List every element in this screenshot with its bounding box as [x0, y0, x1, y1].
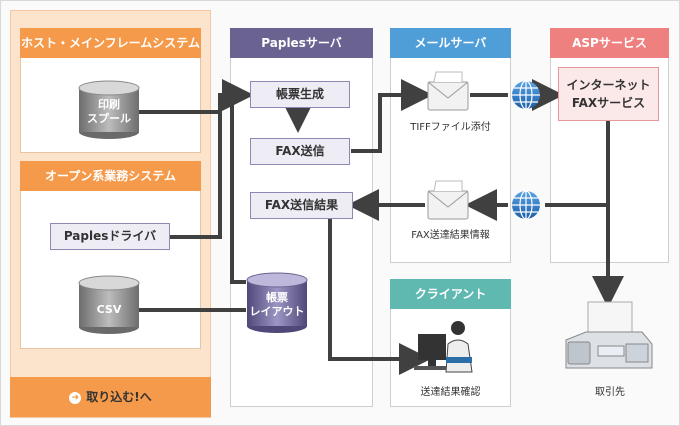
- fax-to-mail-connector: [351, 79, 433, 153]
- import-link[interactable]: ➜ 取り込む!へ: [10, 377, 211, 417]
- open-system-header: オープン系業務システム: [20, 161, 201, 191]
- mail-column: [390, 28, 511, 263]
- csv-label: CSV: [96, 303, 122, 316]
- host-system-header: ホスト・メインフレームシステム: [20, 28, 201, 58]
- envelope-icon: [427, 180, 469, 220]
- arrow-circle-icon: ➜: [69, 391, 82, 404]
- fax-send-box: FAX送信: [250, 138, 350, 165]
- asp-header: ASPサービス: [550, 28, 669, 58]
- merge-to-layout-connector: [230, 95, 246, 284]
- print-spool-cylinder: [78, 80, 140, 139]
- paples-driver-box: Paplesドライバ: [50, 223, 170, 250]
- paples-header: Paplesサーバ: [230, 28, 373, 58]
- person-at-computer-icon: [414, 321, 473, 373]
- result-to-client-connector: [328, 218, 431, 375]
- globe-icon: [512, 190, 540, 220]
- csv-cylinder: [78, 275, 140, 334]
- driver-to-form-connector: [170, 95, 222, 239]
- form-generation-box: 帳票生成: [250, 81, 350, 108]
- form-layout-cylinder: [246, 272, 308, 333]
- internet-fax-service-box: インターネット FAXサービス: [558, 67, 659, 121]
- form-layout-label: 帳票 レイアウト: [249, 291, 305, 318]
- mail-header: メールサーバ: [390, 28, 511, 58]
- fax-result-info-caption: FAX送達結果情報: [411, 230, 490, 241]
- import-link-label: 取り込む!へ: [86, 390, 152, 404]
- tiff-attachment-caption: TIFFファイル添付: [410, 122, 491, 133]
- spool-to-form-connector: [138, 79, 254, 114]
- client-header: クライアント: [390, 279, 511, 309]
- fax-machine-icon: [565, 301, 653, 369]
- globe-icon: [512, 80, 540, 110]
- fax-send-result-box: FAX送信結果: [250, 192, 353, 219]
- print-spool-label: 印刷 スプール: [87, 98, 131, 125]
- result-confirmation-caption: 送達結果確認: [420, 387, 481, 398]
- envelope-icon: [427, 71, 469, 111]
- destination-caption: 取引先: [595, 387, 625, 398]
